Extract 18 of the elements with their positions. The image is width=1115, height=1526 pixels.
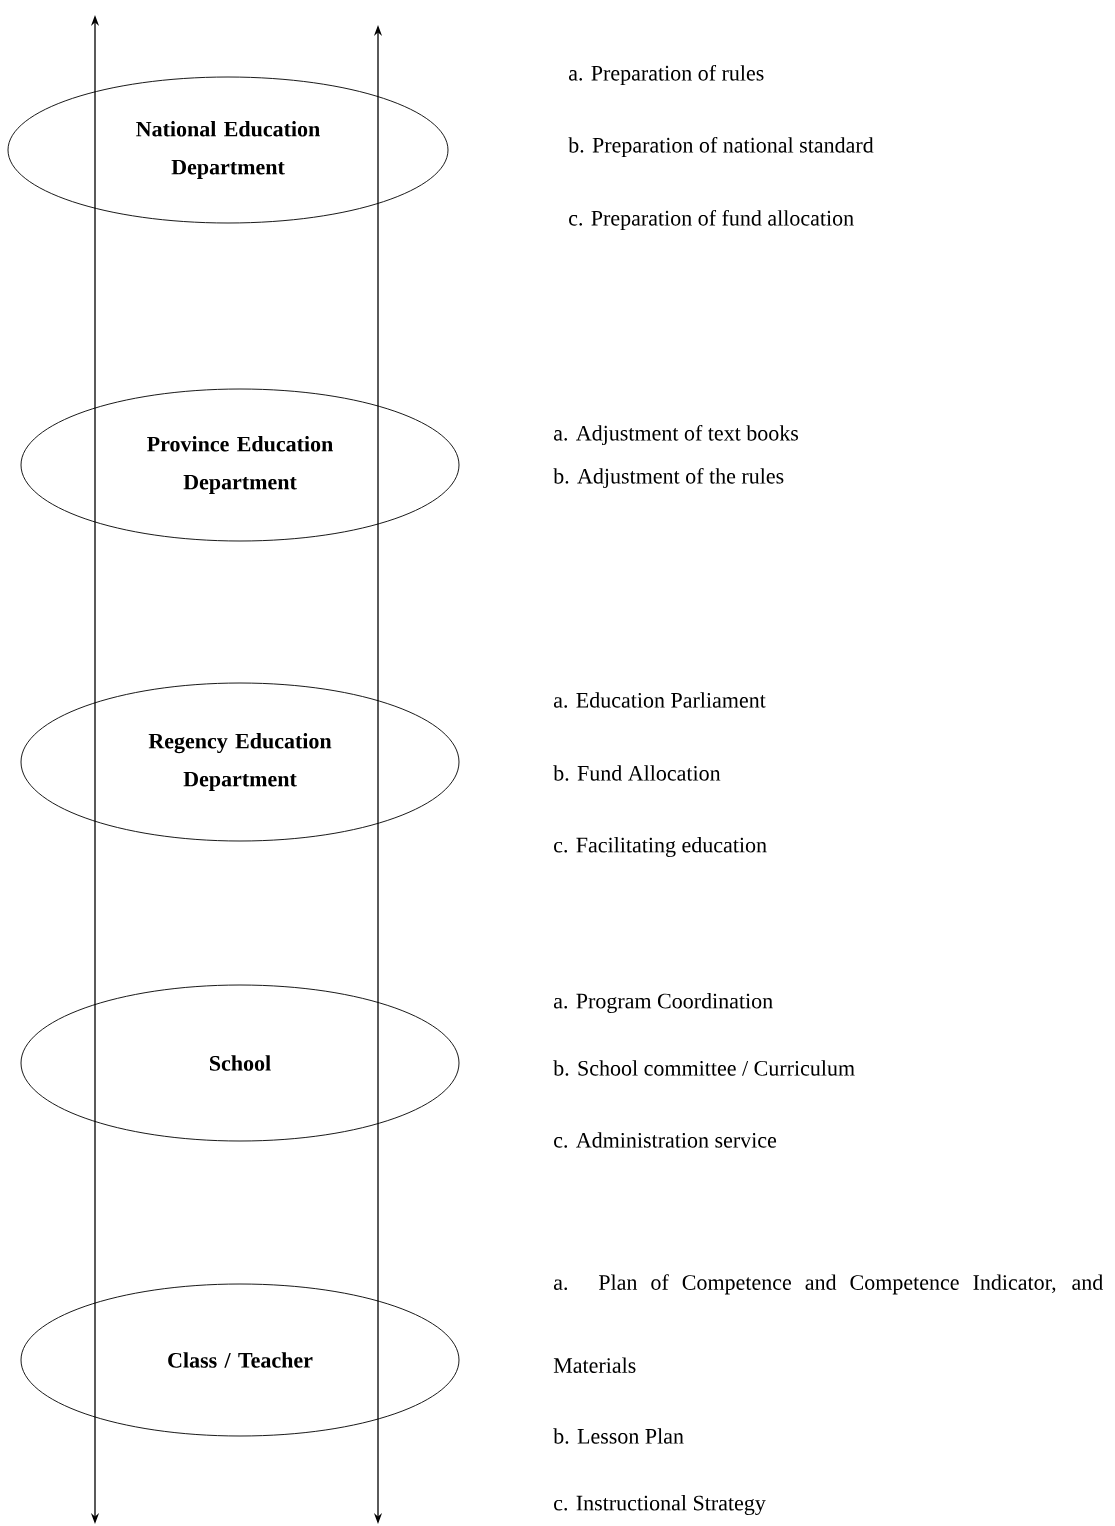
list-item: b. Lesson Plan xyxy=(553,1428,684,1444)
list-item: c. Preparation of fund allocation xyxy=(569,209,854,231)
list-item: a. Program Coordination xyxy=(553,993,773,1013)
ellipse-node: Regency Education Department xyxy=(20,682,460,842)
list-item: b. Adjustment of the rules xyxy=(553,467,784,489)
ellipse-node: Province Education Department xyxy=(20,388,460,542)
list-item: a. Education Parliament xyxy=(553,692,766,708)
list-item: b. Preparation of national standard xyxy=(568,136,874,158)
ellipse-node: School xyxy=(20,984,460,1142)
list-item: c. Instructional Strategy xyxy=(554,1495,766,1515)
list-item: b. School committee / Curriculum xyxy=(553,1060,855,1076)
list-item: c. Facilitating education xyxy=(554,837,767,857)
list-item: a. Preparation of rules xyxy=(568,64,764,86)
list-item: b. Fund Allocation xyxy=(553,765,721,781)
list-item: c. Administration service xyxy=(554,1132,777,1148)
ellipse-node: National Education Department xyxy=(7,76,449,224)
list-item: a. Adjustment of text books xyxy=(553,424,799,446)
ellipse-node: Class / Teacher xyxy=(20,1283,460,1437)
